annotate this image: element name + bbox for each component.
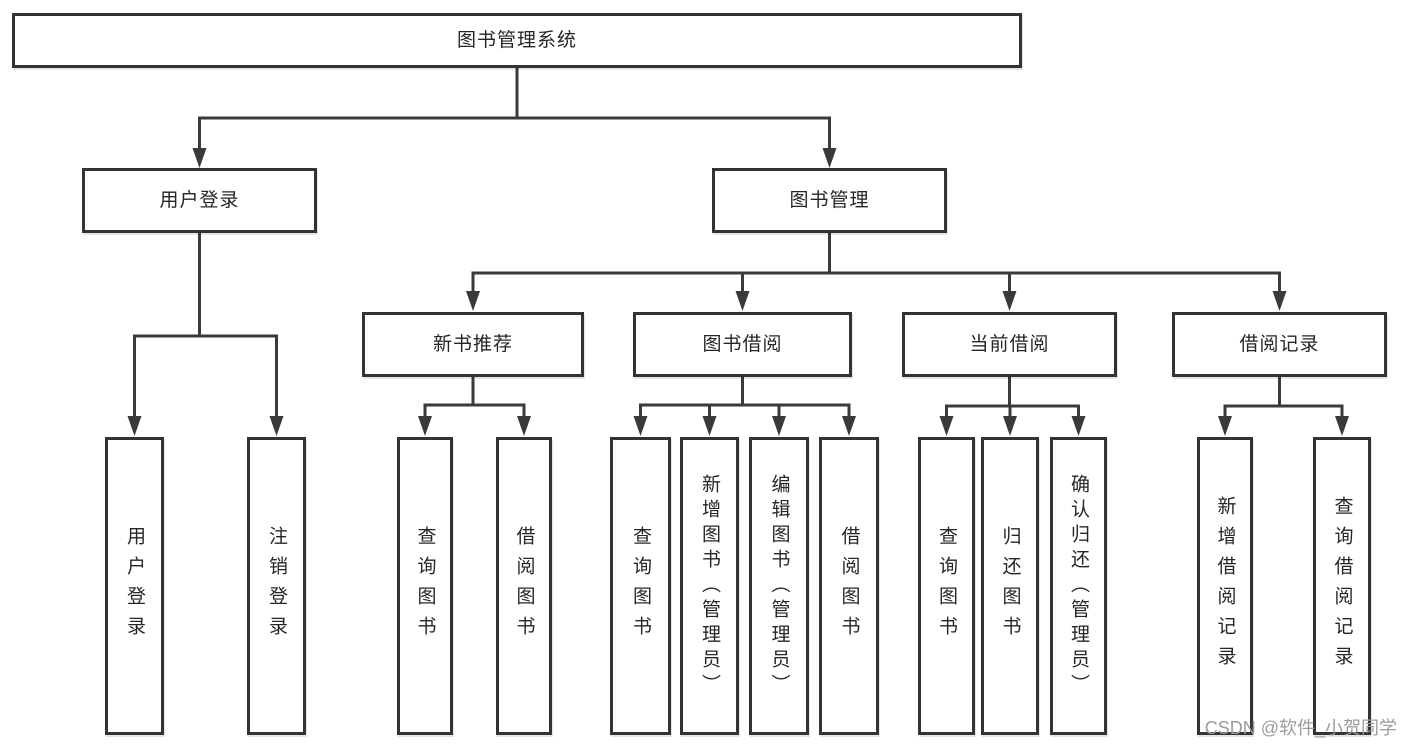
csdn-watermark: CSDN @软件_小贺同学	[1204, 718, 1397, 738]
connector-login-trunk	[133, 231, 278, 338]
node-leaf-confirm-return-admin: 确认归还（管理员）	[1050, 437, 1107, 735]
node-label: 确认归还（管理员）	[1068, 473, 1089, 699]
node-label: 查询借阅记录	[1331, 496, 1353, 676]
node-leaf-borrow-books: 借阅图书	[496, 437, 552, 735]
node-current-borrowing: 当前借阅	[902, 312, 1117, 377]
node-leaf-query-books: 查询图书	[610, 437, 671, 735]
node-label: 查询图书	[630, 526, 651, 646]
node-label: 用户登录	[124, 526, 145, 646]
node-label: 查询图书	[936, 526, 957, 646]
node-label: 用户登录	[159, 190, 240, 211]
node-label: 当前借阅	[969, 334, 1050, 355]
node-label: 图书借阅	[702, 334, 783, 355]
node-book-borrowing: 图书借阅	[633, 312, 852, 377]
node-new-book-recommend: 新书推荐	[362, 312, 584, 377]
node-label: 新增图书（管理员）	[699, 473, 720, 699]
node-leaf-edit-books-admin: 编辑图书（管理员）	[749, 437, 809, 735]
connector-current-trunk	[945, 375, 1080, 408]
node-leaf-borrow-books: 借阅图书	[819, 437, 879, 735]
node-root-system: 图书管理系统	[12, 13, 1022, 68]
node-leaf-add-borrow-record: 新增借阅记录	[1197, 437, 1253, 735]
connector-new-trunk	[423, 375, 526, 407]
node-leaf-query-borrow-record: 查询借阅记录	[1313, 437, 1371, 735]
node-user-login: 用户登录	[82, 168, 317, 233]
node-label: 注销登录	[266, 526, 287, 646]
node-label: 借阅记录	[1239, 334, 1320, 355]
node-label: 编辑图书（管理员）	[768, 473, 790, 699]
connector-mgmt-trunk	[471, 231, 1281, 275]
node-label: 归还图书	[999, 526, 1021, 646]
node-label: 图书管理	[789, 190, 870, 211]
node-book-management: 图书管理	[712, 168, 947, 233]
node-root-label: 图书管理系统	[456, 30, 577, 51]
node-leaf-add-books-admin: 新增图书（管理员）	[680, 437, 739, 735]
connector-borrow-trunk	[639, 375, 851, 407]
node-leaf-logout: 注销登录	[247, 437, 306, 735]
connector-record-trunk	[1223, 375, 1344, 408]
node-leaf-user-login: 用户登录	[105, 437, 164, 735]
node-label: 新增借阅记录	[1214, 496, 1236, 676]
connector-root-trunk	[198, 66, 831, 120]
node-label: 查询图书	[414, 526, 436, 646]
node-label: 借阅图书	[838, 526, 860, 646]
node-borrow-records: 借阅记录	[1172, 312, 1387, 377]
node-label: 借阅图书	[513, 526, 535, 646]
node-label: 新书推荐	[432, 334, 513, 355]
node-leaf-return-books: 归还图书	[981, 437, 1039, 735]
node-leaf-query-books: 查询图书	[918, 437, 975, 735]
node-leaf-query-books: 查询图书	[397, 437, 453, 735]
